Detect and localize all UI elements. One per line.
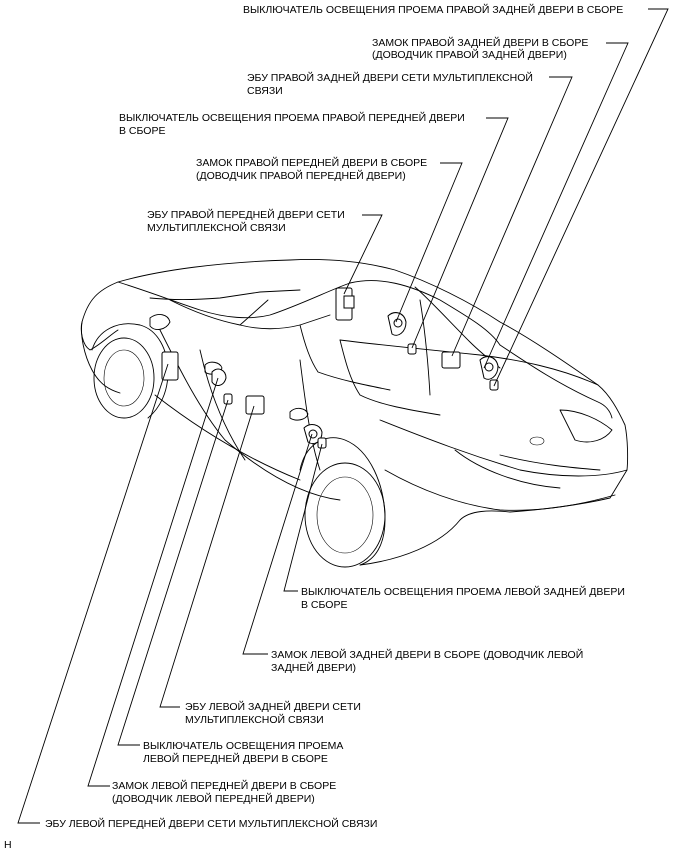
rf-courtesy-switch-part [407, 343, 417, 355]
leader-rf-multiplex-ecu [343, 214, 383, 295]
callout-rf-courtesy-switch-line1: ВЫКЛЮЧАТЕЛЬ ОСВЕЩЕНИЯ ПРОЕМА ПРАВОЙ ПЕРЕ… [119, 111, 465, 124]
leader-lf-multiplex-ecu [17, 363, 169, 824]
callout-lf-door-lock-line2: (ДОВОДЧИК ЛЕВОЙ ПЕРЕДНЕЙ ДВЕРИ) [112, 792, 315, 805]
leader-lf-courtesy-switch [117, 399, 229, 746]
callout-rf-courtesy-switch-line2: В СБОРЕ [119, 125, 165, 137]
rr-multiplex-ecu-part [441, 351, 461, 369]
callout-rr-courtesy-switch-line1: ВЫКЛЮЧАТЕЛЬ ОСВЕЩЕНИЯ ПРОЕМА ПРАВОЙ ЗАДН… [243, 3, 623, 16]
callout-rf-door-lock-line1: ЗАМОК ПРАВОЙ ПЕРЕДНЕЙ ДВЕРИ В СБОРЕ [196, 156, 427, 169]
lr-courtesy-switch-part [317, 437, 327, 449]
figure-code: H [4, 839, 12, 851]
callout-lf-multiplex-ecu-line1: ЭБУ ЛЕВОЙ ПЕРЕДНЕЙ ДВЕРИ СЕТИ МУЛЬТИПЛЕК… [45, 817, 377, 830]
leader-rf-door-lock [395, 162, 463, 323]
callout-rf-door-lock-line2: (ДОВОДЧИК ПРАВОЙ ПЕРЕДНЕЙ ДВЕРИ) [196, 169, 406, 182]
callout-lr-courtesy-switch-line1: ВЫКЛЮЧАТЕЛЬ ОСВЕЩЕНИЯ ПРОЕМА ЛЕВОЙ ЗАДНЕ… [301, 585, 625, 598]
components [161, 287, 499, 449]
callout-lf-courtesy-switch-line1: ВЫКЛЮЧАТЕЛЬ ОСВЕЩЕНИЯ ПРОЕМА [143, 740, 343, 752]
callout-rr-door-lock-line2: (ДОВОДЧИК ПРАВОЙ ЗАДНЕЙ ДВЕРИ) [372, 48, 567, 61]
leader-lr-courtesy-switch [283, 443, 323, 592]
lf-courtesy-switch-part [223, 393, 233, 405]
callout-rf-multiplex-ecu-line2: МУЛЬТИПЛЕКСНОЙ СВЯЗИ [147, 221, 286, 234]
leader-rr-courtesy-switch [493, 8, 669, 387]
callout-rr-multiplex-ecu-line2: СВЯЗИ [247, 85, 283, 97]
lf-door-lock-part [211, 368, 227, 386]
leader-rf-courtesy-switch [411, 117, 509, 349]
callout-lr-door-lock-line2: ЗАДНЕЙ ДВЕРИ) [271, 661, 356, 674]
callout-rr-door-lock-line1: ЗАМОК ПРАВОЙ ЗАДНЕЙ ДВЕРИ В СБОРЕ [372, 36, 588, 49]
leader-rr-multiplex-ecu [451, 76, 573, 357]
leader-lr-door-lock [242, 433, 313, 655]
callout-lr-multiplex-ecu-line2: МУЛЬТИПЛЕКСНОЙ СВЯЗИ [185, 713, 324, 726]
callout-rr-multiplex-ecu-line1: ЭБУ ПРАВОЙ ЗАДНЕЙ ДВЕРИ СЕТИ МУЛЬТИПЛЕКС… [247, 71, 533, 84]
callout-rf-multiplex-ecu-line1: ЭБУ ПРАВОЙ ПЕРЕДНЕЙ ДВЕРИ СЕТИ [147, 208, 345, 221]
leader-lf-door-lock [87, 377, 219, 787]
callout-lr-multiplex-ecu-line1: ЭБУ ЛЕВОЙ ЗАДНЕЙ ДВЕРИ СЕТИ [185, 700, 361, 713]
callout-labels: ВЫКЛЮЧАТЕЛЬ ОСВЕЩЕНИЯ ПРОЕМА ПРАВОЙ ЗАДН… [4, 3, 625, 851]
leader-lines [17, 8, 669, 824]
leader-rr-door-lock [483, 42, 629, 369]
car-illustration [80, 259, 629, 568]
lr-multiplex-ecu-part [245, 395, 265, 415]
callout-lr-courtesy-switch-line2: В СБОРЕ [301, 599, 347, 611]
callout-lf-courtesy-switch-line2: ЛЕВОЙ ПЕРЕДНЕЙ ДВЕРИ В СБОРЕ [143, 752, 328, 765]
lf-multiplex-ecu-part [161, 351, 179, 381]
callout-lf-door-lock-line1: ЗАМОК ЛЕВОЙ ПЕРЕДНЕЙ ДВЕРИ В СБОРЕ [112, 779, 336, 792]
leader-lr-multiplex-ecu [159, 405, 255, 708]
callout-lr-door-lock-line1: ЗАМОК ЛЕВОЙ ЗАДНЕЙ ДВЕРИ В СБОРЕ (ДОВОДЧ… [271, 648, 583, 661]
